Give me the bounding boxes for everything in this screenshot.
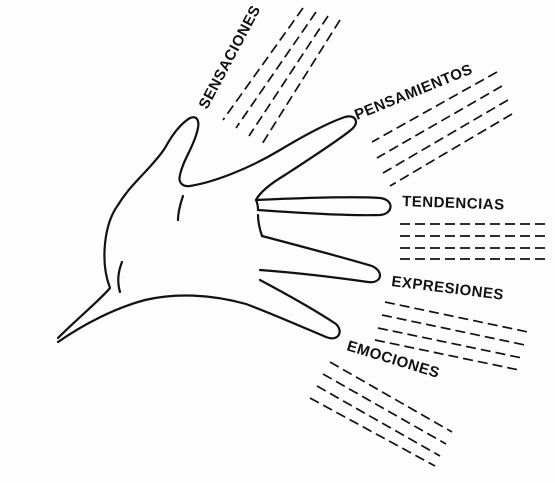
dashed-lines-tendencias [400,224,550,259]
hand-palm-and-thumb [58,116,356,338]
label-pensamientos: PENSAMIENTOS [352,61,475,124]
hand-finger-little [58,280,340,342]
hand-inner-crease-left [118,262,122,292]
hand-finger-base-2 [258,215,262,236]
hand-finger-base-1 [256,200,258,210]
label-tendencias: TENDENCIAS [402,193,505,214]
hand-finger-middle [256,197,391,215]
hand-finger-ring [260,236,380,282]
label-sensaciones: SENSACIONES [196,3,265,112]
hand-outline [58,116,391,342]
hand-inner-crease-top [178,196,183,220]
label-expresiones: EXPRESIONES [391,273,505,304]
